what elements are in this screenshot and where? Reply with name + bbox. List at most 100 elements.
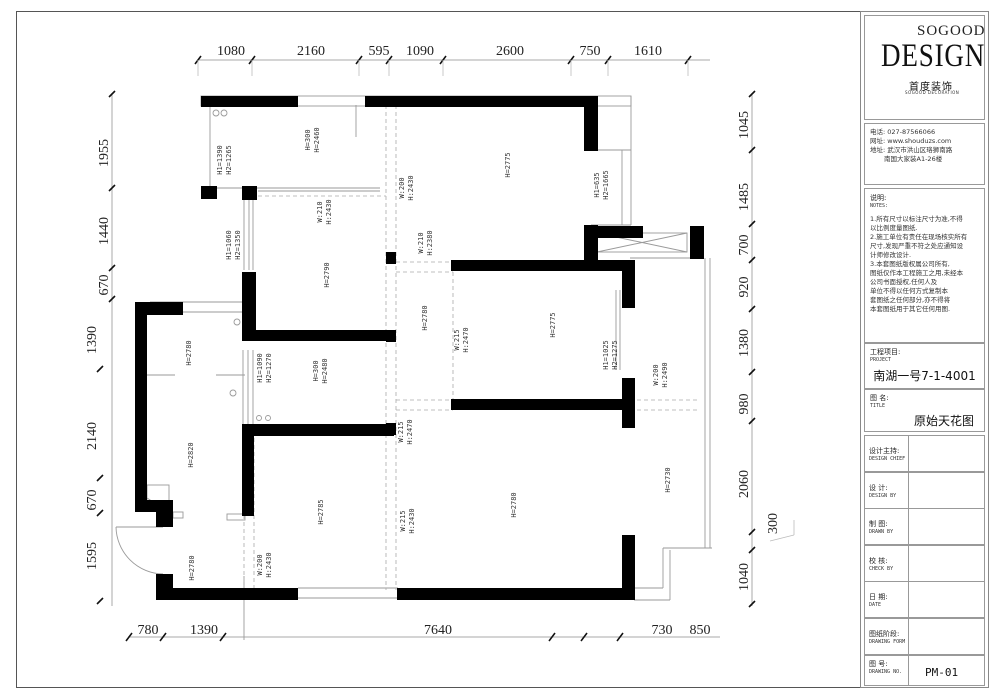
signoff-label-en: DRAWN BY — [869, 529, 894, 535]
dimension-bottom: 730 — [652, 623, 673, 638]
title-label-en: TITLE — [870, 403, 886, 409]
project-label-cn: 工程项目: — [870, 348, 901, 356]
contact-cell: 电话: 027-87566066 网址: www.shouduzs.com 地址… — [864, 123, 985, 185]
ceiling-height-label: H=2780 — [188, 555, 196, 580]
signoff-label-en: DATE — [869, 602, 882, 608]
logo-en: SOGOOD DECORATION — [905, 90, 960, 95]
ceiling-height-label: W:210 — [417, 232, 425, 253]
dimension-left: 2140 — [85, 422, 100, 450]
drawing-no-label-cn: 图 号: — [869, 660, 888, 668]
ceiling-height-label: H2=1350 — [234, 230, 242, 260]
logo-cell: SOGOOD DESIGN 首度装饰 SOGOOD DECORATION — [864, 15, 985, 120]
logo-sogood: SOGOOD — [917, 23, 986, 39]
ceiling-height-label: H:2470 — [406, 419, 414, 444]
ceiling-height-label: H=2480 — [321, 358, 329, 383]
dimension-top: 1090 — [406, 44, 434, 59]
drawing-no-label-en: DRAWING NO. — [869, 669, 903, 675]
contact-address-1: 地址: 武汉市洪山区珞狮南路 — [870, 146, 953, 154]
ceiling-height-label: W:215 — [399, 510, 407, 531]
ceiling-height-label: H1=1025 — [602, 340, 610, 370]
ceiling-height-label: H=2785 — [317, 499, 325, 524]
signoff-label-cn: 设计主持: — [869, 447, 900, 455]
dimension-left: 1595 — [85, 542, 100, 570]
contact-phone: 电话: 027-87566066 — [870, 128, 936, 136]
ceiling-height-label: H:2490 — [661, 362, 669, 387]
signoff-label-cn: 图纸阶段: — [869, 629, 900, 638]
signoff-row: 图纸阶段:DRAWING FORM — [864, 617, 985, 655]
ceiling-height-label: H2=1665 — [602, 170, 610, 200]
drawing-no-cell: 图 号: DRAWING NO. PM-01 — [864, 655, 985, 686]
ceiling-height-label: H:2430 — [325, 199, 333, 224]
signoff-label-en: DESIGN BY — [869, 492, 897, 499]
project-value: 南湖一号7-1-4001 — [873, 369, 976, 383]
ceiling-height-label: H2=1275 — [611, 340, 619, 370]
ceiling-height-label: W:200 — [398, 177, 406, 198]
note-line: 1.所有尺寸以标注尺寸为准,不得 — [870, 215, 963, 223]
signoff-label-en: DRAWING FORM — [869, 638, 906, 645]
note-line: 本套图纸用于其它任何用图. — [870, 305, 951, 313]
ceiling-height-label: H2=1265 — [225, 145, 233, 175]
note-line: 计师修改设计. — [870, 251, 912, 259]
ceiling-height-label: H=2775 — [504, 152, 512, 177]
ceiling-height-label: H1=1390 — [216, 145, 224, 175]
signoff-row: 设计主持:DESIGN CHIEF — [864, 435, 985, 472]
project-label-en: PROJECT — [870, 357, 892, 363]
note-line: 图纸仅作本工程施工之用,未经本 — [870, 269, 964, 277]
note-line: 公司书面授权,任何人及 — [870, 278, 938, 286]
title-label-cn: 图 名: — [870, 394, 889, 402]
dimension-bottom: 1390 — [190, 623, 218, 638]
dimension-right: 920 — [737, 277, 752, 298]
dimension-top: 2600 — [496, 44, 524, 59]
dimension-bottom: 850 — [690, 623, 711, 638]
ceiling-height-label: H:2430 — [408, 508, 416, 533]
ceiling-height-label: H=300 — [312, 360, 320, 381]
note-line: 尺寸,发现严重不符之处应通知设 — [870, 242, 964, 250]
ceiling-height-label: W:215 — [397, 421, 405, 442]
note-line: 单位不得以任何方式复制本 — [870, 287, 948, 295]
note-line: 2.施工单位有责任在现场核实所有 — [870, 233, 968, 241]
drawing-no-value: PM-01 — [925, 666, 959, 679]
ceiling-height-label: W:215 — [453, 329, 461, 350]
dimension-diagonal: 300 — [766, 513, 781, 534]
dimension-bottom: 780 — [138, 623, 159, 638]
ceiling-height-label: H=2790 — [323, 262, 331, 287]
signoff-label-cn: 设 计: — [869, 483, 888, 492]
dimension-right: 1380 — [737, 329, 752, 357]
ceiling-height-label: W:210 — [316, 201, 324, 222]
ceiling-height-label: H2=1270 — [265, 353, 273, 383]
notes-cell: 说明: NOTES: 1.所有尺寸以标注尺寸为准,不得以比例度量图纸.2.施工单… — [864, 188, 985, 343]
ceiling-height-label: H:2380 — [426, 230, 434, 255]
contact-address-2: 南国大家装A1-26楼 — [884, 155, 943, 163]
note-line: 3.本套图纸版权属公司所有, — [870, 260, 950, 268]
dimension-right: 1040 — [737, 563, 752, 591]
notes-heading-en: NOTES: — [870, 203, 889, 209]
ceiling-height-label: H=2820 — [187, 442, 195, 467]
ceiling-height-label: H1=1060 — [225, 230, 233, 260]
ceiling-height-label: W:200 — [256, 554, 264, 575]
ceiling-height-label: H:2430 — [407, 175, 415, 200]
contact-website: 网址: www.shouduzs.com — [870, 137, 952, 145]
dimension-bottom: 7640 — [424, 623, 452, 638]
note-line: 套图纸之任何部分,亦不得将 — [870, 296, 951, 304]
dimension-left: 670 — [97, 275, 112, 296]
dimension-top: 750 — [580, 44, 601, 59]
dimension-right: 1045 — [737, 111, 752, 139]
dimension-left: 1440 — [97, 217, 112, 245]
dimension-right: 980 — [737, 394, 752, 415]
dimension-right: 2060 — [737, 470, 752, 498]
ceiling-height-label: H=2780 — [185, 340, 193, 365]
dimension-right: 700 — [737, 235, 752, 256]
signoff-row: 日 期:DATE — [864, 581, 985, 618]
dimension-left: 1390 — [85, 326, 100, 354]
dimension-right: 1485 — [737, 183, 752, 211]
drawing-frame — [16, 11, 860, 688]
signoff-row: 制 图:DRAWN BY — [864, 508, 985, 545]
dimension-left: 670 — [85, 490, 100, 511]
signoff-row: 校 核:CHECK BY — [864, 544, 985, 582]
ceiling-height-label: H=300 — [304, 129, 312, 150]
ceiling-height-label: H1=1090 — [256, 353, 264, 383]
title-value: 原始天花图 — [913, 414, 974, 428]
notes-heading-cn: 说明: — [870, 194, 887, 202]
signoff-label-en: DESIGN CHIEF — [869, 456, 906, 462]
